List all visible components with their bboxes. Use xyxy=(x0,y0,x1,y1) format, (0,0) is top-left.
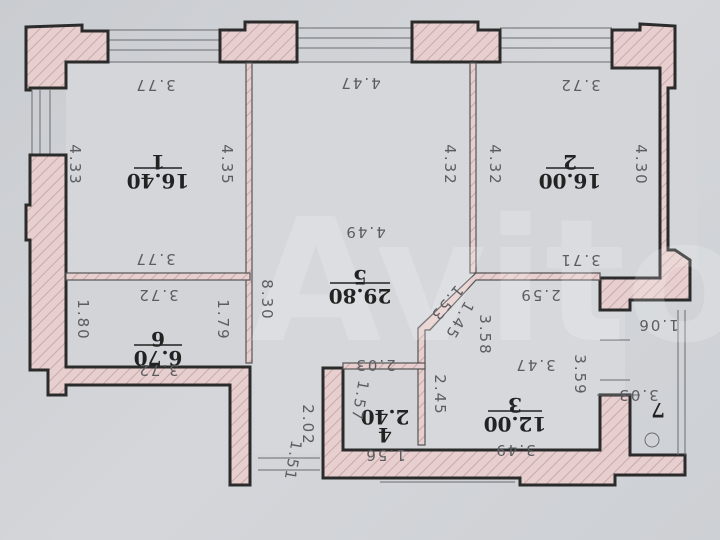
dim-1-80: 1.80 xyxy=(74,299,92,340)
room-3-dim-bottom: 3.49 xyxy=(494,441,535,459)
room-5: 5 29.80 4.47 4.49 xyxy=(329,74,392,308)
room-7: 7 1.06 3.03 xyxy=(617,316,678,422)
dim-3-58: 3.58 xyxy=(476,314,494,355)
room-2-dim-top: 3.72 xyxy=(559,76,600,94)
room-6-dim-top: 3.72 xyxy=(137,286,178,304)
dim-1-79: 1.79 xyxy=(214,299,232,340)
room-4: 4 2.40 2.03 1.56 xyxy=(354,356,409,464)
dim-4-33: 4.33 xyxy=(66,144,84,185)
room-4-number: 4 xyxy=(378,423,392,447)
dim-4-30: 4.30 xyxy=(632,144,650,185)
room-3: 3 12.00 2.59 3.47 3.49 xyxy=(484,286,561,459)
room-3-area: 12.00 xyxy=(484,412,547,436)
bottom-window xyxy=(258,457,515,483)
room-4-area: 2.40 xyxy=(361,405,410,429)
room-1-dim-bottom: 3.77 xyxy=(134,250,175,268)
room-7-dim-top: 1.06 xyxy=(637,316,678,334)
room-1-area: 16.40 xyxy=(127,169,190,193)
dim-4-32-left: 4.32 xyxy=(441,144,459,185)
top-windows xyxy=(31,27,612,155)
room-1: 1 16.40 3.77 3.77 xyxy=(127,76,190,268)
room-1-dim-top: 3.77 xyxy=(134,76,175,94)
interior-walls xyxy=(65,62,601,446)
room-6-dim-bottom: 3.72 xyxy=(137,361,178,379)
room-6-area: 6.70 xyxy=(134,346,183,370)
dim-3-59: 3.59 xyxy=(571,354,589,395)
room-4-dim-top: 2.03 xyxy=(354,356,395,374)
dim-4-35: 4.35 xyxy=(218,144,236,185)
room-2-area: 16.00 xyxy=(539,169,602,193)
room-5-dim-top: 4.47 xyxy=(339,74,380,92)
room-5-area: 29.80 xyxy=(329,284,392,308)
room-4-dim-bottom: 1.56 xyxy=(364,446,405,464)
room-7-number: 7 xyxy=(651,398,665,422)
dim-2-02: 2.02 xyxy=(299,404,317,445)
dim-8-30: 8.30 xyxy=(258,279,276,320)
avito-watermark: Avito xyxy=(250,183,720,381)
room-2-dim-bottom: 3.71 xyxy=(559,251,600,269)
room-floors xyxy=(66,63,697,453)
room-7-dim-side: 3.03 xyxy=(617,386,658,404)
room-2: 2 16.00 3.72 3.71 xyxy=(539,76,602,269)
room-3-dim-mid: 3.47 xyxy=(514,356,555,374)
room-6: 6 6.70 3.72 3.72 xyxy=(134,286,183,379)
room-5-dim-mid: 4.49 xyxy=(344,223,385,241)
room-3-dim-top: 2.59 xyxy=(519,286,560,304)
dim-4-32-right: 4.32 xyxy=(486,144,504,185)
dim-2-45: 2.45 xyxy=(431,374,449,415)
balcony-outline xyxy=(597,310,686,455)
